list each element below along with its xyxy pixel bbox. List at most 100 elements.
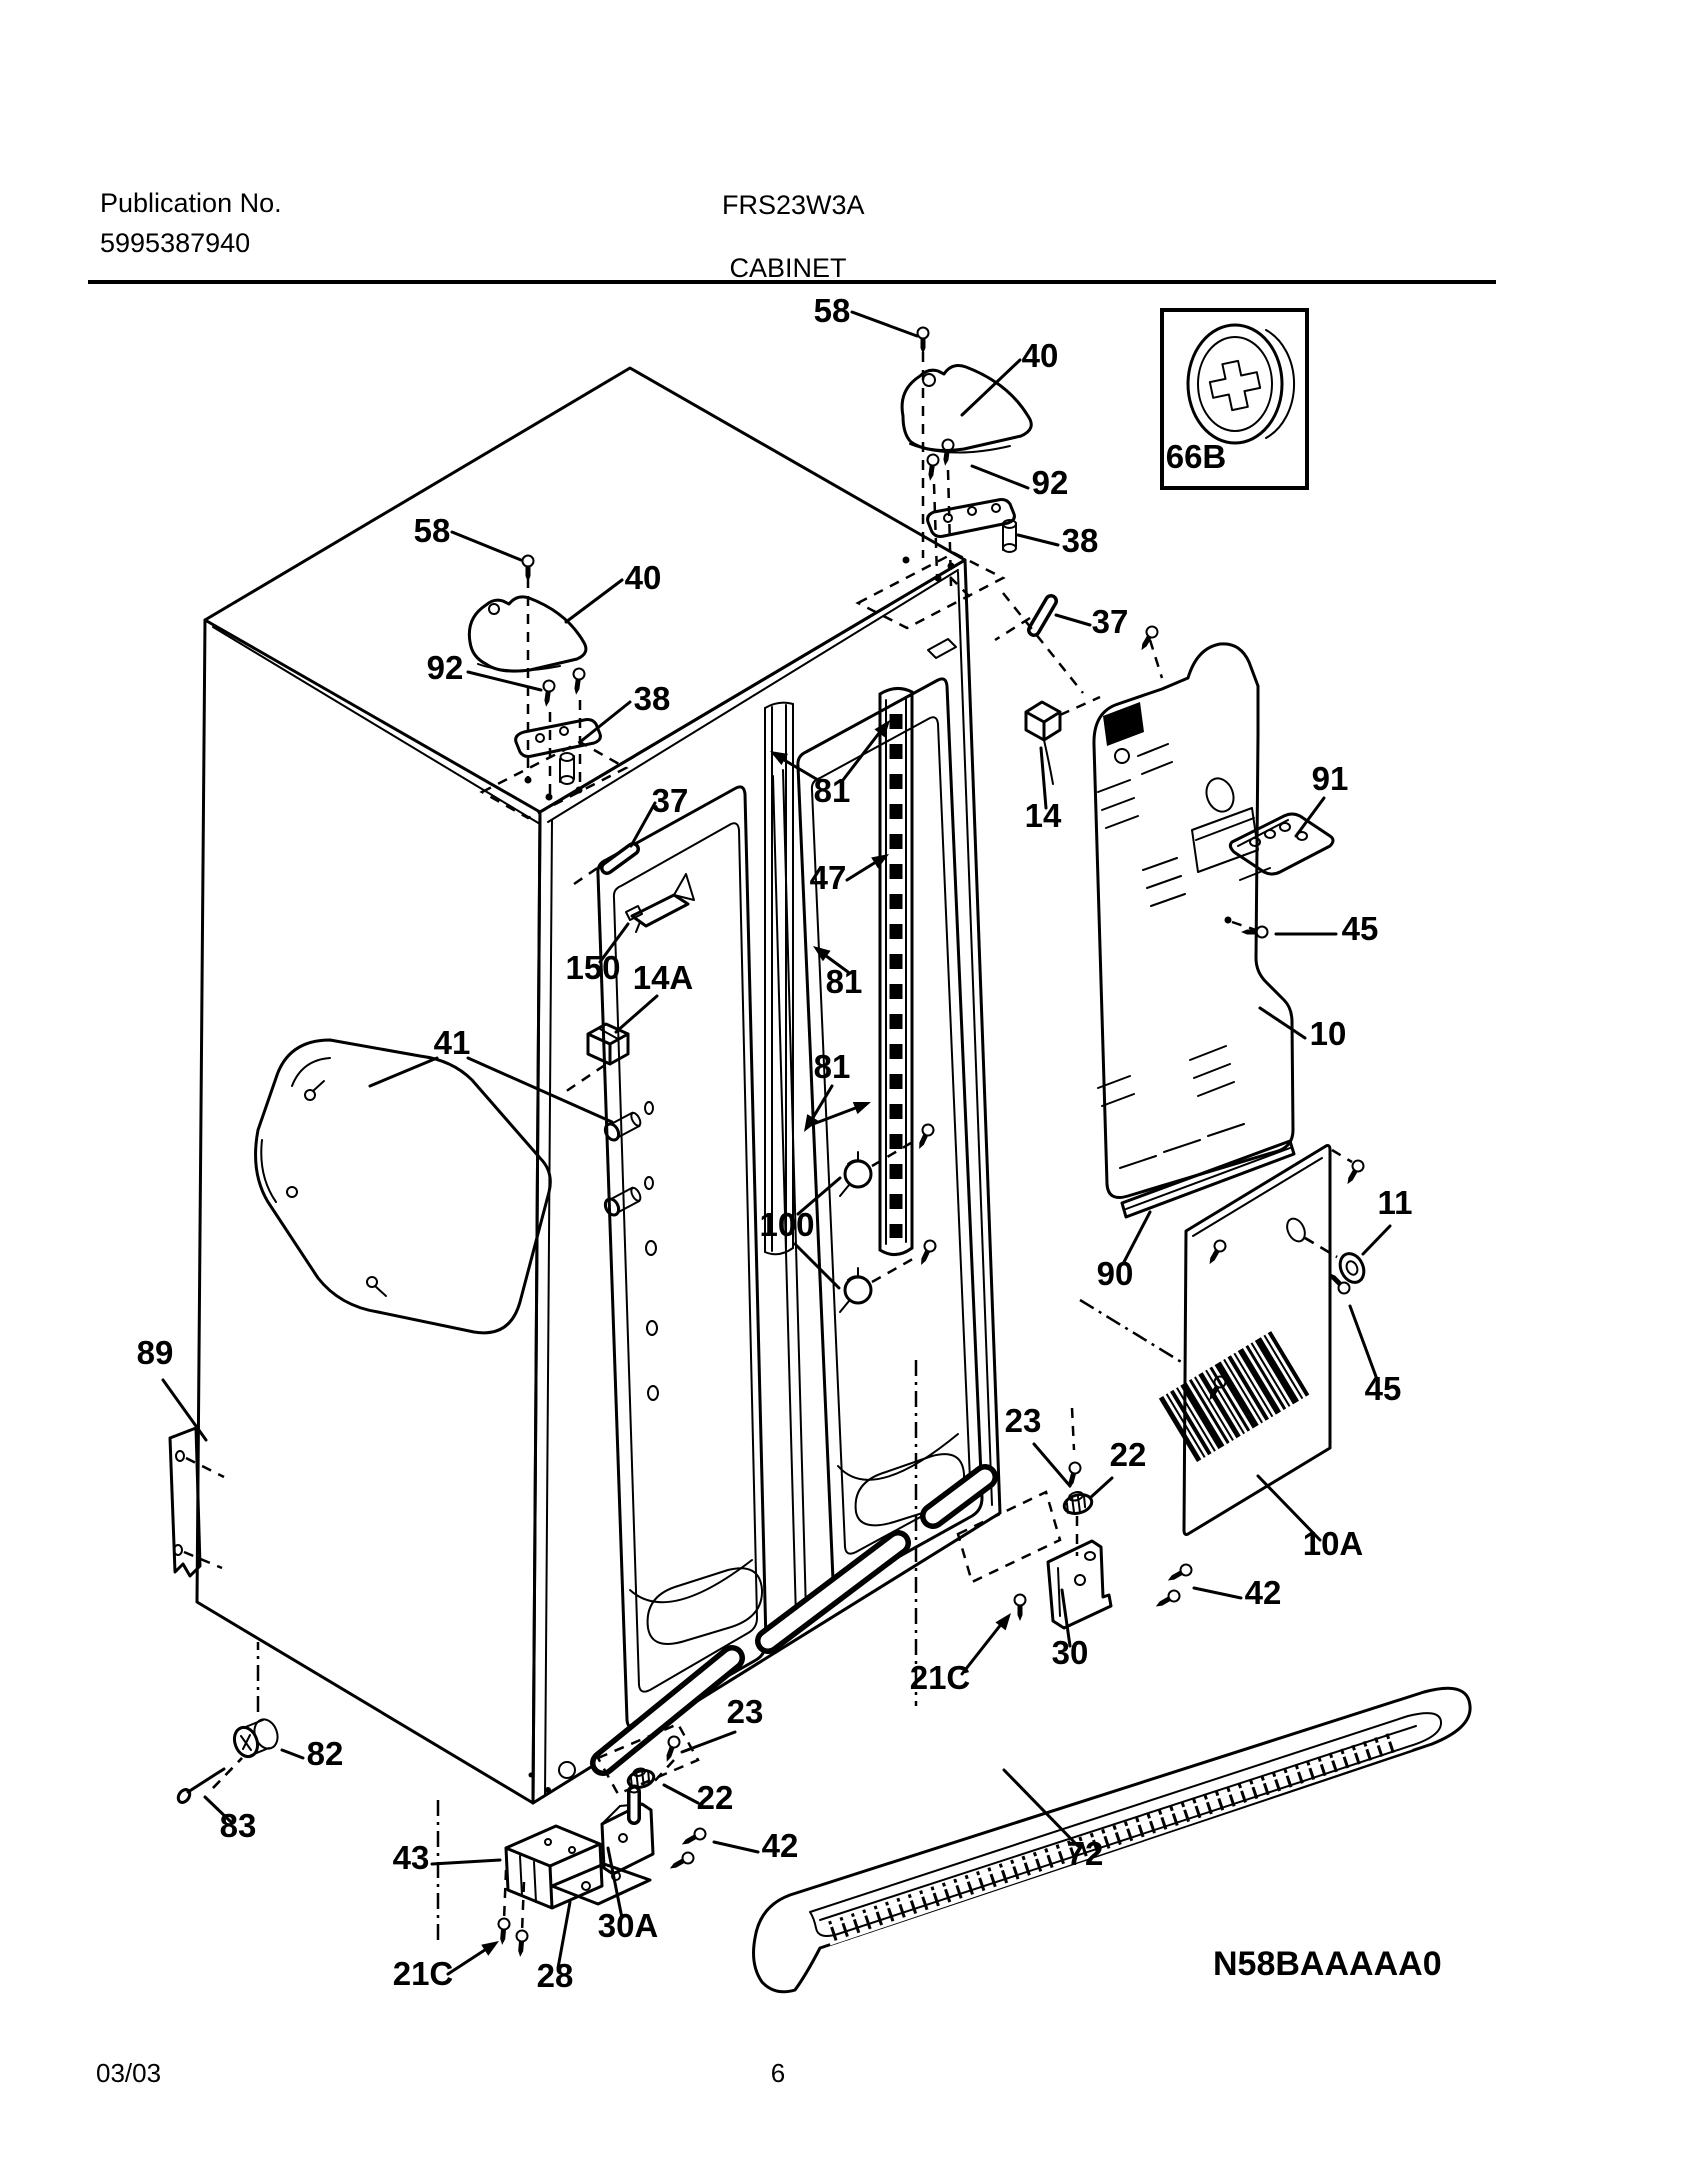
- leader-line: [1054, 613, 1092, 627]
- screw: [1203, 1237, 1229, 1268]
- screw: [1135, 623, 1161, 654]
- leader-arrowhead: [481, 1941, 499, 1956]
- part-callout-41: 41: [434, 1024, 471, 1061]
- leader-line: [1258, 1006, 1307, 1040]
- section-title: CABINET: [729, 253, 846, 283]
- leader-line: [1122, 1210, 1152, 1264]
- leader-line: [578, 700, 632, 744]
- part-callout-92: 92: [427, 649, 464, 686]
- leader-line: [1039, 746, 1048, 810]
- shelf-rail-81: [764, 703, 794, 1253]
- toe-grille-72: [752, 1686, 1472, 1994]
- part-callout-47: 47: [810, 859, 847, 896]
- block-14: [1024, 700, 1062, 785]
- handle-endcap-40-left: [467, 595, 588, 673]
- leader-line: [1060, 1588, 1072, 1648]
- part-callout-23: 23: [727, 1693, 764, 1730]
- part-callout-37: 37: [1092, 603, 1129, 640]
- leader-line: [1294, 796, 1326, 838]
- inset-border: [1160, 308, 1309, 490]
- part-callout-81: 81: [814, 772, 851, 809]
- hinge-bracket-38-right: [926, 498, 1017, 553]
- leader-line: [629, 801, 657, 848]
- part-callout-83: 83: [220, 1807, 257, 1844]
- projection-dash-line: [932, 483, 939, 576]
- screw-92: [539, 678, 557, 709]
- part-callout-40: 40: [625, 559, 662, 596]
- leader-line: [614, 994, 659, 1034]
- leader-line: [1348, 1304, 1380, 1384]
- hinge-30: [1046, 1539, 1113, 1630]
- screw-100: [915, 1237, 939, 1269]
- part-callout-38: 38: [1062, 522, 1099, 559]
- part-callout-22: 22: [697, 1779, 734, 1816]
- screw-42: [1164, 1561, 1195, 1587]
- projection-dash-line: [946, 469, 953, 587]
- hinge-bracket-38-left: [514, 718, 602, 785]
- part-callout-23: 23: [1005, 1402, 1042, 1439]
- leader-line: [598, 922, 630, 964]
- part-callout-43: 43: [393, 1839, 430, 1876]
- barcode-label: [1158, 1331, 1310, 1462]
- part-callout-58: 58: [414, 512, 451, 549]
- leader-line: [556, 1900, 572, 1970]
- part-callout-66B: 66B: [1166, 438, 1227, 475]
- inset-box-66b: [1160, 308, 1309, 490]
- leader-line: [1032, 1442, 1072, 1488]
- screw-83: [176, 1767, 226, 1804]
- roller-82: [232, 1718, 279, 1759]
- pin-37-left: [600, 842, 640, 875]
- part-callout-92: 92: [1032, 464, 1069, 501]
- clip-100-upper: [839, 1151, 873, 1197]
- bottom-parts: [168, 1426, 1472, 1994]
- leader-line: [430, 1858, 502, 1866]
- grommet-11: [1338, 1252, 1366, 1284]
- leader-line: [680, 1730, 737, 1754]
- screw-92: [923, 452, 941, 483]
- part-callout-38: 38: [634, 680, 671, 717]
- leader-line: [712, 1840, 760, 1854]
- header-block: Publication No. 5995387940 FRS23W3A CABI…: [88, 188, 1496, 284]
- screw-23: [660, 1733, 683, 1765]
- trim-strip-90: [1120, 1139, 1296, 1219]
- block-14a: [586, 1022, 630, 1066]
- part-callout-30: 30: [1052, 1634, 1089, 1671]
- screw: [1341, 1157, 1367, 1188]
- leader-arrowhead: [852, 1102, 871, 1115]
- projection-dash-line: [212, 1757, 243, 1789]
- bracket-89: [168, 1426, 202, 1578]
- part-callout-81: 81: [826, 963, 863, 1000]
- leader-arrowhead: [995, 1613, 1011, 1631]
- leader-arrowhead: [804, 1114, 819, 1132]
- part-callout-14: 14: [1025, 797, 1062, 834]
- leader-line: [466, 670, 543, 692]
- part-callout-72: 72: [1067, 1835, 1104, 1872]
- right-side-parts: [1046, 623, 1367, 1630]
- part-callout-42: 42: [1245, 1574, 1282, 1611]
- part-callout-21C: 21C: [910, 1659, 971, 1696]
- projection-dash-line: [994, 616, 1031, 642]
- part-callout-89: 89: [137, 1334, 174, 1371]
- model-number: FRS23W3A: [722, 190, 865, 220]
- screw-58-right: [916, 326, 930, 355]
- part-callout-82: 82: [307, 1735, 344, 1772]
- part-callout-37: 37: [652, 782, 689, 819]
- diagram-code: N58BAAAAA0: [1213, 1945, 1442, 1983]
- leader-line: [1088, 1476, 1114, 1500]
- leader-line: [1361, 1224, 1392, 1256]
- screw-42: [666, 1849, 697, 1875]
- part-callout-81: 81: [814, 1048, 851, 1085]
- leader-line: [368, 1056, 439, 1088]
- baffle-41: [254, 1038, 552, 1335]
- leader-line: [960, 1616, 1008, 1676]
- leader-line: [960, 358, 1022, 417]
- leader-line: [280, 1748, 305, 1760]
- part-callout-45: 45: [1365, 1370, 1402, 1407]
- hinge-30a: [600, 1784, 655, 1876]
- part-callout-42: 42: [762, 1827, 799, 1864]
- screw-23: [1063, 1460, 1083, 1491]
- bracket-43: [504, 1824, 604, 1910]
- footer-block: 03/03 6 N58BAAAAA0: [96, 1945, 1442, 2088]
